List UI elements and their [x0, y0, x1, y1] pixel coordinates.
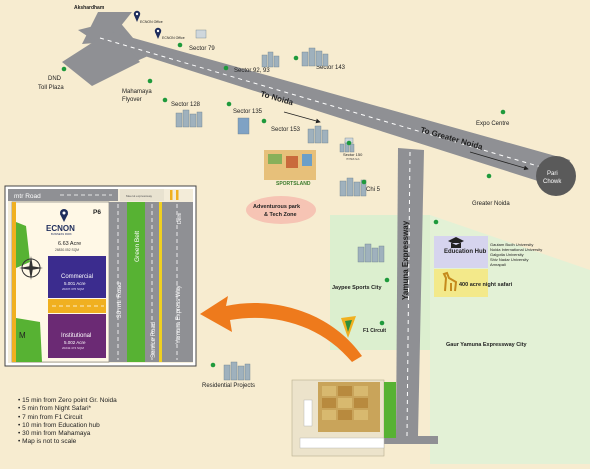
chi5-label: Chi 5	[366, 187, 381, 193]
commercial-area: 5.001 Acre	[64, 281, 86, 286]
jaypee-sports-city-label: Jaypee Sports City	[332, 285, 382, 291]
thirty-mtr-road-label: 30 mtr Road	[116, 282, 123, 318]
site-inset-panel: mtr Road Meerut expressway P6 ECNON BUSI…	[4, 185, 197, 367]
edu-item-3: Galgotia University	[490, 252, 524, 257]
note-item: Map is not to scale	[18, 438, 117, 446]
ecnon-office-pin-2-icon	[154, 27, 162, 39]
sector-135-label: Sector 135	[233, 109, 263, 115]
greater-noida-label: Greater Noida	[472, 201, 510, 207]
sector-79-label: Sector 79	[189, 46, 215, 52]
note-item: 5 min from Night Safari*	[18, 405, 117, 413]
commercial-sqm: 20237.376 SQM	[62, 287, 84, 291]
note-item: 7 min from F1 Circuit	[18, 414, 117, 422]
building-cluster-jaypee-icon	[357, 243, 385, 263]
edu-item-2: Noida International University	[490, 247, 542, 252]
adventurous-park-label-2: & Tech Zone	[264, 212, 297, 218]
sector-128-label: Sector 128	[171, 102, 201, 108]
pari-label: Pari	[547, 171, 558, 177]
yamuna-express-way-label: Yamuna Express Way	[176, 285, 182, 344]
mahamaya-flyover-label: Flyover	[122, 97, 142, 103]
sector-150-sub-label: IT/ITES hub	[346, 158, 360, 161]
ecnon-logo: ECNON	[46, 224, 75, 233]
ecnon-location-pin-icon	[60, 209, 68, 222]
delhi-label: Delhi	[177, 213, 183, 224]
building-cluster-sector-143-icon	[301, 47, 329, 67]
sector-92-93-label: Sector 92, 93	[234, 68, 270, 74]
note-item: 15 min from Zero point Gr. Noida	[18, 397, 117, 405]
building-cluster-sector-92-icon	[261, 51, 280, 68]
pari-chowk-circle	[536, 156, 576, 196]
note-item: 30 min from Mahamaya	[18, 430, 117, 438]
compass-icon	[19, 256, 43, 280]
yamuna-expressway-label: Yamuna Expressway	[401, 220, 410, 300]
service-road-label: Service Road	[151, 322, 157, 358]
sector-153-label: Sector 153	[271, 127, 301, 133]
institutional-area: 5.002 Acre	[64, 340, 86, 345]
edu-item-5: Amrapali	[490, 262, 506, 267]
site-plan-thumbnail	[291, 379, 396, 457]
mahamaya-label: Mahamaya	[122, 89, 152, 95]
sportsland-label: SPORTSLAND	[276, 181, 311, 187]
akshardham-label: Akshardham	[74, 5, 105, 11]
notes-list: 15 min from Zero point Gr. Noida 5 min f…	[18, 397, 117, 447]
ecnon-logo-sub: BUSINESS PARK	[51, 232, 72, 236]
green-belt-label: Green Belt	[134, 231, 141, 262]
adventurous-park-ellipse	[246, 196, 316, 224]
location-arrow-icon	[200, 296, 362, 362]
building-cluster-sector-150-icon	[339, 141, 355, 153]
inset-m-label: M	[19, 331, 26, 340]
sportsland: SPORTSLAND	[264, 150, 316, 187]
ecnon-office-pin-1-icon	[133, 10, 141, 22]
plot-id-label: P6	[93, 209, 101, 216]
graduation-cap-icon	[448, 237, 464, 248]
institutional-sqm: 20242.474 SQM	[62, 346, 84, 350]
education-hub-label: Education Hub	[444, 249, 487, 255]
plot-area-sqm-label: 26830.052 SQM	[55, 248, 79, 252]
inset-top-road-label: mtr Road	[14, 193, 41, 200]
to-greater-noida-arrow	[469, 151, 529, 171]
ecnon-office-label-1: ECNON Office	[140, 20, 163, 24]
night-safari-label: 400 acre night safari	[459, 282, 513, 288]
education-hub: Education Hub Gautam Budh University Noi…	[444, 237, 542, 267]
satellite-dish-sector-79-icon	[195, 29, 207, 39]
inset-top-marker: Meerut expressway	[126, 194, 153, 198]
building-cluster-sector-128-icon	[175, 109, 203, 128]
night-safari: 400 acre night safari	[442, 271, 513, 292]
giraffe-icon	[442, 271, 458, 292]
edu-item-1: Gautam Budh University	[490, 242, 533, 247]
road-network	[62, 12, 570, 444]
office-building-sector-135-icon	[237, 117, 250, 135]
sector-150-label: Sector 150	[343, 152, 363, 157]
f1-circuit-label: F1 Circuit	[363, 328, 386, 334]
building-icons	[175, 29, 385, 381]
building-cluster-sector-153-icon	[307, 125, 329, 144]
plot-area-label: 6.63 Acre	[58, 241, 81, 247]
pari-chowk-label: Chowk	[543, 179, 562, 185]
residential-projects-label: Residential Projects	[202, 383, 255, 389]
expo-centre-label: Expo Centre	[476, 121, 510, 127]
to-noida-arrow	[283, 111, 321, 124]
commercial-title: Commercial	[61, 274, 93, 280]
dnd-label: DND	[48, 76, 62, 82]
gaur-yamuna-city-label: Gaur Yamuna Expressway City	[446, 342, 528, 348]
institutional-title: Institutional	[61, 333, 91, 339]
adventurous-park-label-1: Adventurous park	[253, 204, 301, 210]
note-item: 10 min from Education hub	[18, 422, 117, 430]
building-cluster-residential-icon	[223, 361, 251, 381]
location-dots	[61, 42, 506, 368]
building-cluster-chi5-icon	[339, 177, 367, 197]
dnd-toll-plaza-label: Toll Plaza	[38, 85, 64, 91]
ecnon-office-label-2: ECNON Office	[162, 36, 185, 40]
sector-143-label: Sector 143	[316, 65, 346, 71]
edu-item-4: Shiv Nadar University	[490, 257, 528, 262]
